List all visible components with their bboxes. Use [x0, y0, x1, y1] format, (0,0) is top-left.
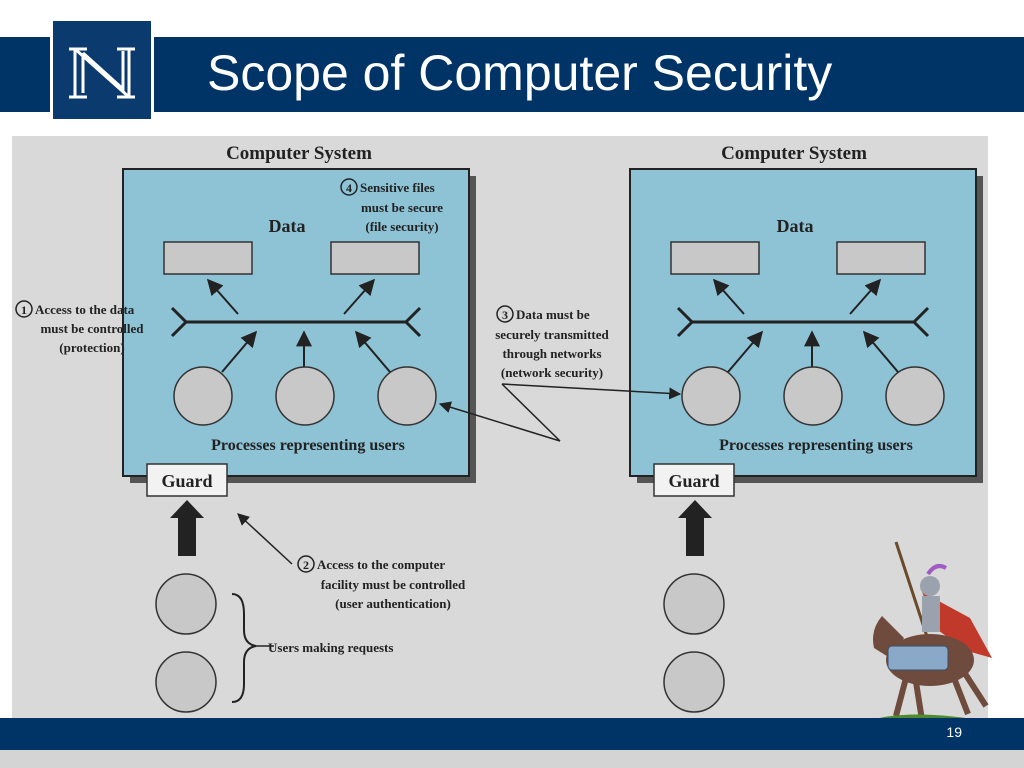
left-data-file-1	[163, 241, 253, 275]
left-computer-system: Computer System Data Processes represent…	[122, 143, 476, 497]
left-outside-user-2	[155, 651, 217, 713]
slide-title: Scope of Computer Security	[207, 45, 833, 101]
right-system-title: Computer System	[721, 143, 867, 164]
annotation-user-authentication: 2 Access to the computer facility must b…	[237, 513, 466, 611]
annotation-2-number: 2	[303, 558, 309, 572]
right-data-label: Data	[777, 216, 814, 236]
left-system-title: Computer System	[226, 143, 372, 164]
annotation-4-line-2: must be secure	[361, 200, 443, 215]
right-guard-box	[653, 463, 735, 497]
user-request-arrows	[170, 500, 712, 556]
left-user-process-1	[173, 366, 233, 426]
right-processes-label: Processes representing users	[719, 437, 913, 454]
right-user-process-3	[885, 366, 945, 426]
annotation-1-line-1: Access to the data	[35, 302, 135, 317]
annotation-1-number: 1	[21, 303, 27, 317]
annotation-3-line-4: (network security)	[501, 365, 603, 380]
right-user-process-1	[681, 366, 741, 426]
annotation-2-line-2: facility must be controlled	[321, 577, 466, 592]
left-data-label: Data	[269, 216, 306, 236]
annotation-3-line-1: Data must be	[516, 307, 590, 322]
right-user-process-2	[783, 366, 843, 426]
logo-n-icon	[69, 47, 135, 99]
right-guard-label: Guard	[668, 471, 719, 491]
annotation-network-security: 3 Data must be securely transmitted thro…	[438, 305, 682, 442]
right-data-file-1	[670, 241, 760, 275]
annotation-1-line-2: must be controlled	[40, 321, 144, 336]
annotation-3-line-2: securely transmitted	[495, 327, 609, 342]
annotation-protection: 1 Access to the data must be controlled …	[15, 300, 144, 355]
left-processes-label: Processes representing users	[211, 437, 405, 454]
left-user-process-3	[377, 366, 437, 426]
annotation-file-security: 4 Sensitive files must be secure (file s…	[340, 178, 443, 234]
security-scope-diagram: Computer System Data Processes represent…	[12, 136, 988, 718]
left-guard-label: Guard	[161, 471, 212, 491]
users-making-requests-label: Users making requests	[268, 640, 393, 655]
annotation-1-line-3: (protection)	[59, 340, 124, 355]
annotation-4-line-3: (file security)	[365, 219, 438, 234]
knight-clipart-icon	[872, 541, 992, 728]
right-computer-system: Computer System Data Processes represent…	[629, 143, 983, 497]
annotation-2-line-1: Access to the computer	[317, 557, 445, 572]
annotation-4-number: 4	[346, 181, 352, 195]
footer-strip	[0, 750, 1024, 768]
right-outside-user-2	[663, 651, 725, 713]
annotation-4-line-1: Sensitive files	[360, 180, 435, 195]
title-bar	[0, 37, 1024, 112]
annotation-2-line-3: (user authentication)	[335, 596, 451, 611]
left-outside-user-1	[155, 573, 217, 635]
annotation-3-number: 3	[502, 308, 508, 322]
footer-bar	[0, 718, 1024, 750]
right-data-file-2	[836, 241, 926, 275]
right-outside-user-1	[663, 573, 725, 635]
left-data-file-2	[330, 241, 420, 275]
left-guard-box	[146, 463, 228, 497]
left-user-process-2	[275, 366, 335, 426]
annotation-3-line-3: through networks	[502, 346, 601, 361]
page-number: 19	[946, 724, 962, 740]
university-logo	[50, 18, 154, 122]
